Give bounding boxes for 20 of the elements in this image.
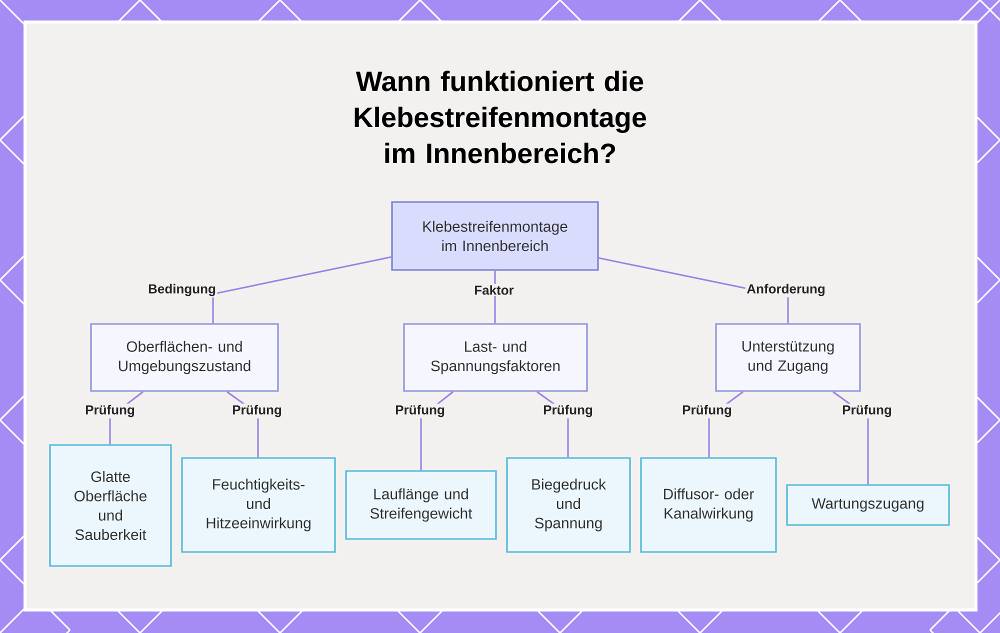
check-box: Lauflänge und Streifengewicht bbox=[345, 470, 497, 540]
check-box: Diffusor- oder Kanalwirkung bbox=[640, 457, 777, 553]
root-box: Klebestreifenmontage im Innenbereich bbox=[391, 201, 599, 271]
edge-label: Prüfung bbox=[840, 404, 894, 418]
edge-label: Prüfung bbox=[542, 404, 594, 418]
check-box: Biegedruck und Spannung bbox=[506, 457, 631, 553]
edge-label: Prüfung bbox=[230, 404, 284, 418]
edge-label: Prüfung bbox=[394, 404, 446, 418]
connector bbox=[212, 256, 392, 324]
category-box: Oberflächen- und Umgebungszustand bbox=[90, 323, 279, 392]
category-box: Unterstützung und Zugang bbox=[715, 323, 861, 392]
edge-label: Prüfung bbox=[680, 404, 734, 418]
title: Wann funktioniert die Klebestreifenmontage im Innenbereich? bbox=[354, 70, 646, 164]
category-box: Last- und Spannungsfaktoren bbox=[403, 323, 588, 392]
check-box: Glatte Oberfläche und Sauberkeit bbox=[49, 444, 172, 567]
edge-label: Anforderung bbox=[745, 282, 827, 298]
check-box: Feuchtigkeits- und Hitzeeinwirkung bbox=[181, 457, 336, 553]
edge-label: Bedingung bbox=[146, 282, 218, 298]
check-box: Wartungszugang bbox=[786, 484, 950, 526]
edge-label: Prüfung bbox=[84, 404, 136, 418]
